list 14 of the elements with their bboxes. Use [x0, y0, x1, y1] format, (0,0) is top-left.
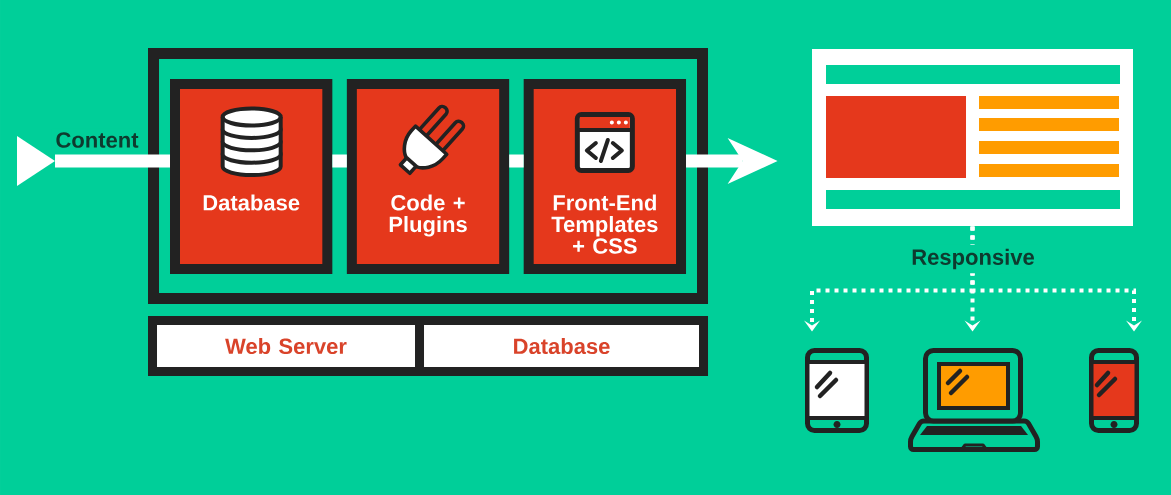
connector-line — [332, 154, 347, 168]
flow-arrow — [17, 136, 170, 186]
label-box: Database — [424, 325, 699, 367]
flow-arrow — [686, 138, 778, 184]
container-frame — [148, 48, 708, 304]
connector-line — [509, 154, 524, 168]
label-box: Web Server — [157, 325, 415, 367]
edge-label: Responsive — [907, 244, 1039, 274]
phone-icon — [1089, 348, 1139, 433]
dotted-arrow — [970, 226, 1142, 332]
tablet-icon — [805, 348, 869, 433]
laptop-icon — [908, 348, 1040, 452]
process-box: Code + Plugins — [346, 79, 510, 274]
edge-label: Content — [51, 128, 143, 152]
